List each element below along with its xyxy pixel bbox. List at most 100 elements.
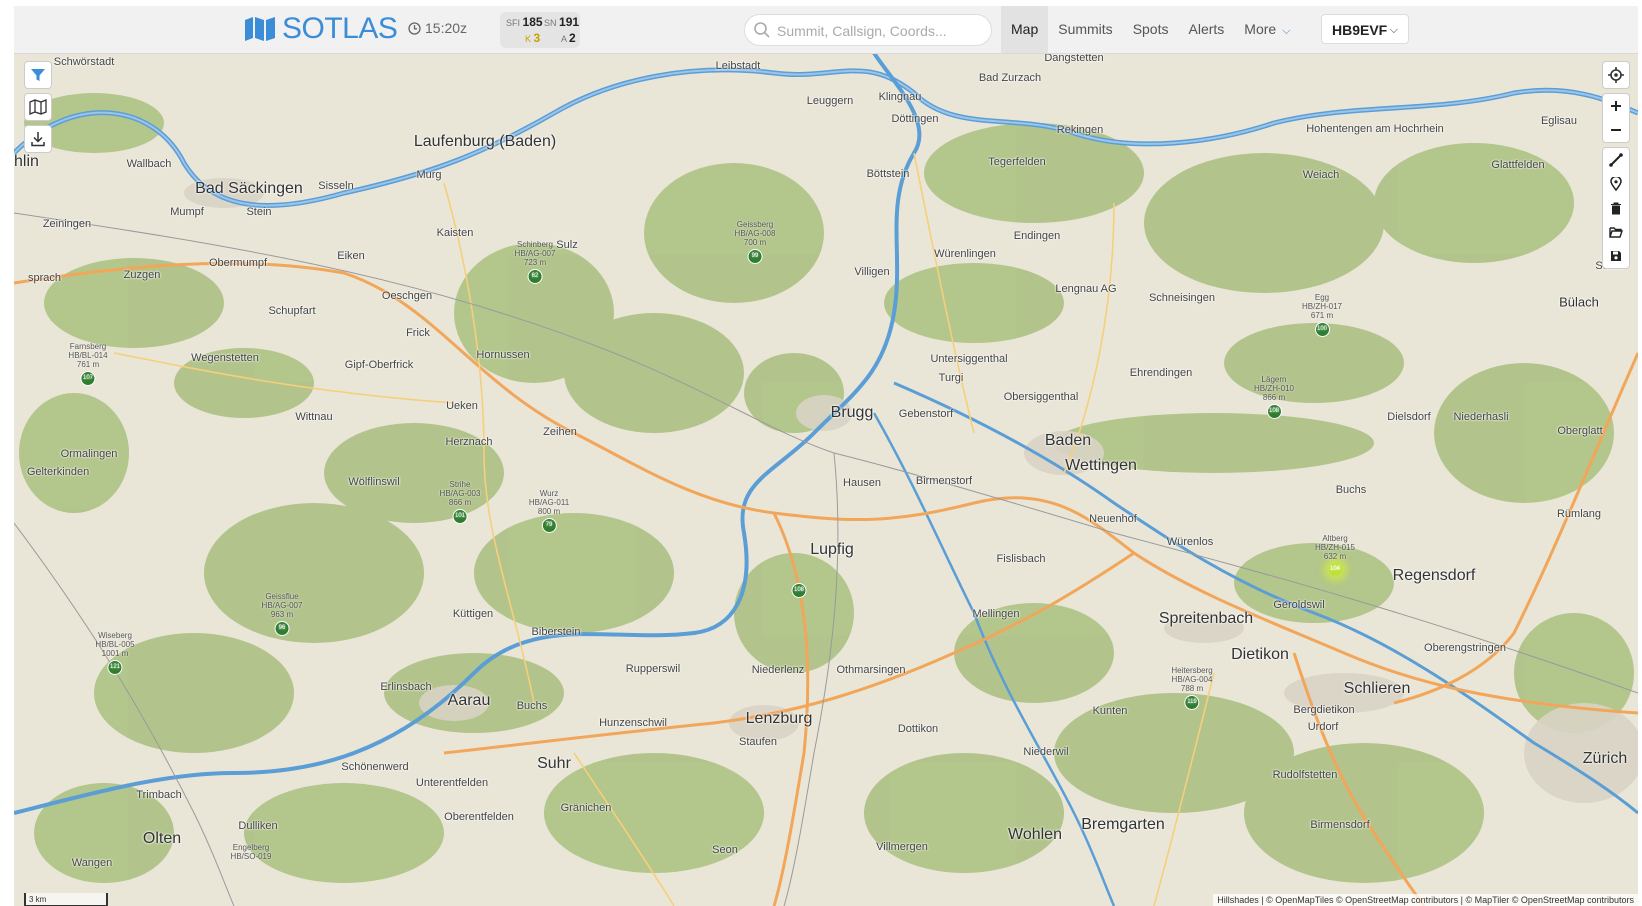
place-label: Staufen (739, 736, 777, 748)
geolocate-button[interactable] (1602, 61, 1630, 89)
place-label: Rümlang (1556, 508, 1602, 520)
summit-marker[interactable]: 108 (791, 581, 807, 598)
summit-ref: HB/BL-014 (68, 351, 108, 360)
place-label: Dangstetten (1044, 52, 1104, 64)
place-label: Glattfelden (1491, 159, 1545, 171)
place-label: Schneisingen (1148, 292, 1216, 304)
place-label: Niederhasli (1453, 411, 1509, 423)
place-label: Erlinsbach (380, 681, 432, 693)
map-basemap (14, 53, 1638, 906)
utc-time: 15:20z (425, 20, 468, 36)
place-label: Regensdorf (1392, 567, 1476, 584)
place-label: Ehrendingen (1129, 367, 1193, 379)
draw-point-button[interactable] (1603, 172, 1629, 196)
summit-elev: 866 m (1262, 393, 1286, 402)
search-input[interactable] (775, 20, 984, 42)
map-layers-button[interactable] (24, 93, 52, 121)
map-logo-icon (245, 17, 275, 41)
place-label: Othmarsingen (836, 664, 906, 676)
place-label: Endingen (1013, 230, 1061, 242)
place-label: Eglisau (1540, 115, 1578, 127)
place-label: Leuggern (806, 95, 854, 107)
place-label: Wangen (71, 857, 113, 869)
brand-logo[interactable]: SOTLAS (244, 12, 398, 45)
place-label: Dulliken (238, 820, 278, 832)
nav-spots[interactable]: Spots (1132, 21, 1169, 37)
summit-ref: HB/ZH-017 (1301, 302, 1343, 311)
place-label: Hunzenschwil (599, 717, 667, 729)
summit-points-badge: 119 (1184, 695, 1200, 710)
place-label: Eiken (337, 250, 365, 262)
place-label: Gipf-Oberfrick (344, 359, 414, 371)
place-label: Sulz (556, 239, 578, 251)
place-label: Rudolfstetten (1272, 769, 1338, 781)
place-label: Mumpf (170, 206, 204, 218)
place-label: Zürich (1582, 750, 1628, 767)
summit-ref: HB/BL-005 (95, 640, 135, 649)
place-label: Kunten (1092, 705, 1128, 717)
user-menu[interactable]: HB9EVF ⌵ (1321, 14, 1409, 44)
summit-name: Wiseberg (98, 631, 132, 640)
summit-name: Farnsberg (69, 342, 107, 351)
place-label: Bülach (1559, 294, 1599, 310)
nav-more[interactable]: More⌵ (1234, 6, 1300, 53)
place-label: sprach (28, 272, 62, 284)
zoom-out-button[interactable] (1603, 118, 1629, 142)
place-label: Urdorf (1307, 721, 1339, 733)
filter-button[interactable] (24, 61, 52, 89)
propagation-widget[interactable]: SFI 185 SN 191 K 3 A 2 (500, 12, 580, 48)
map-icon (29, 99, 47, 115)
nav-map[interactable]: Map (1001, 6, 1049, 53)
zoom-in-button[interactable] (1603, 94, 1629, 118)
place-label: Oberentfelden (444, 811, 514, 823)
open-file-button[interactable] (1603, 220, 1629, 244)
summit-name: Geissflue (265, 592, 299, 601)
place-label: Zuzgen (123, 269, 161, 281)
place-label: Geroldswil (1273, 599, 1325, 611)
line-icon (1609, 153, 1623, 167)
summit-name: Schinberg (516, 240, 554, 249)
place-label: Rupperswil (625, 663, 681, 675)
delete-button[interactable] (1603, 196, 1629, 220)
download-button[interactable] (24, 125, 52, 153)
navbar: SOTLAS 15:20z SFI 185 SN 191 K 3 A 2 Map… (14, 6, 1638, 54)
plus-icon (1611, 101, 1621, 111)
save-button[interactable] (1603, 244, 1629, 268)
summit-points-badge: 100 (1314, 322, 1330, 337)
place-label: Dielsdorf (1387, 411, 1431, 423)
place-label: Kaisten (436, 227, 474, 239)
place-label: Tegerfelden (988, 156, 1046, 168)
place-label: Trimbach (136, 789, 182, 801)
nav-summits[interactable]: Summits (1058, 21, 1113, 37)
summit-elev: 671 m (1310, 311, 1334, 320)
place-label: Laufenburg (Baden) (413, 133, 557, 150)
summit-elev: 963 m (270, 610, 294, 619)
place-label: Wittnau (295, 411, 333, 423)
place-label: Spreitenbach (1158, 610, 1254, 627)
place-label: Niederwil (1023, 746, 1069, 758)
draw-line-button[interactable] (1603, 148, 1629, 172)
callsign: HB9EVF (1332, 22, 1388, 38)
summit-ref: HB/AG-011 (528, 498, 570, 507)
place-label: Schwörstadt (53, 56, 115, 68)
summit-ref: HB/SO-019 (230, 852, 272, 861)
place-label: Turgi (938, 372, 964, 384)
summit-name: Egg (1314, 293, 1330, 302)
summit-name: Geissberg (736, 220, 774, 229)
place-label: Schönenwerd (341, 761, 409, 773)
scale-bar: 3 km (24, 893, 108, 906)
nav-alerts[interactable]: Alerts (1188, 21, 1225, 37)
